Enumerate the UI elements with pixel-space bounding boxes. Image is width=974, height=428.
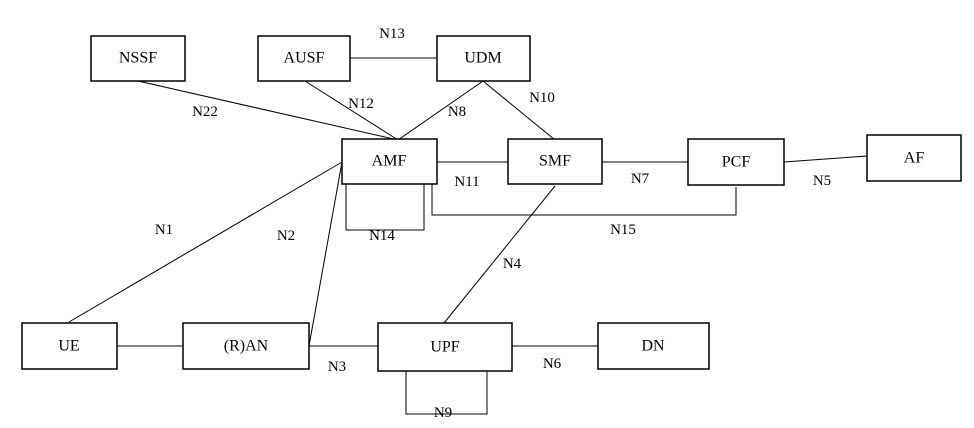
node-amf[interactable]: AMF <box>341 138 438 185</box>
label-n12: N12 <box>348 96 374 112</box>
link-ran-amf <box>308 161 343 347</box>
node-ausf-label: AUSF <box>284 50 325 67</box>
label-n3: N3 <box>328 359 346 375</box>
node-dn[interactable]: DN <box>597 322 710 370</box>
label-n9: N9 <box>434 405 452 421</box>
link-ausf-amf <box>304 80 399 141</box>
label-n8: N8 <box>448 104 466 120</box>
label-n4: N4 <box>503 256 522 272</box>
node-ue-label: UE <box>58 338 79 355</box>
connections <box>68 57 868 415</box>
label-n7: N7 <box>631 171 650 187</box>
link-udm-smf <box>482 80 556 141</box>
node-nssf-label: NSSF <box>119 50 157 67</box>
label-n10: N10 <box>529 90 555 106</box>
link-pcf-af <box>783 155 868 163</box>
label-n22: N22 <box>192 104 218 120</box>
link-amf-loop <box>345 184 425 231</box>
node-af-label: AF <box>904 150 925 167</box>
node-udm-label: UDM <box>464 50 501 67</box>
node-nssf[interactable]: NSSF <box>90 35 186 82</box>
link-nssf-amf <box>137 80 399 141</box>
link-udm-amf <box>397 80 484 141</box>
node-amf-label: AMF <box>372 153 407 170</box>
node-smf[interactable]: SMF <box>507 138 603 185</box>
label-n15: N15 <box>610 222 636 238</box>
node-ausf[interactable]: AUSF <box>257 35 351 82</box>
label-n5: N5 <box>813 173 831 189</box>
link-upf-loop <box>405 371 488 415</box>
node-ran-label: (R)AN <box>224 338 269 355</box>
node-smf-label: SMF <box>539 153 571 170</box>
node-dn-label: DN <box>641 338 665 355</box>
node-ue[interactable]: UE <box>21 322 118 370</box>
interface-labels: N13 N22 N12 N8 N10 N11 N7 N5 N14 N15 N1 … <box>155 26 831 421</box>
label-n14: N14 <box>369 228 395 244</box>
link-amf-pcf <box>431 184 737 216</box>
node-pcf-label: PCF <box>722 154 751 171</box>
label-n1: N1 <box>155 222 173 238</box>
label-n6: N6 <box>543 356 562 372</box>
link-smf-upf <box>443 185 556 324</box>
node-upf[interactable]: UPF <box>377 322 513 372</box>
node-ran[interactable]: (R)AN <box>182 322 310 370</box>
label-n13: N13 <box>379 26 405 42</box>
node-pcf[interactable]: PCF <box>687 138 785 186</box>
node-upf-label: UPF <box>430 339 459 356</box>
node-af[interactable]: AF <box>866 134 962 182</box>
node-udm[interactable]: UDM <box>436 35 531 82</box>
label-n2: N2 <box>277 228 295 244</box>
label-n11: N11 <box>454 174 479 190</box>
link-ue-amf <box>68 161 343 323</box>
